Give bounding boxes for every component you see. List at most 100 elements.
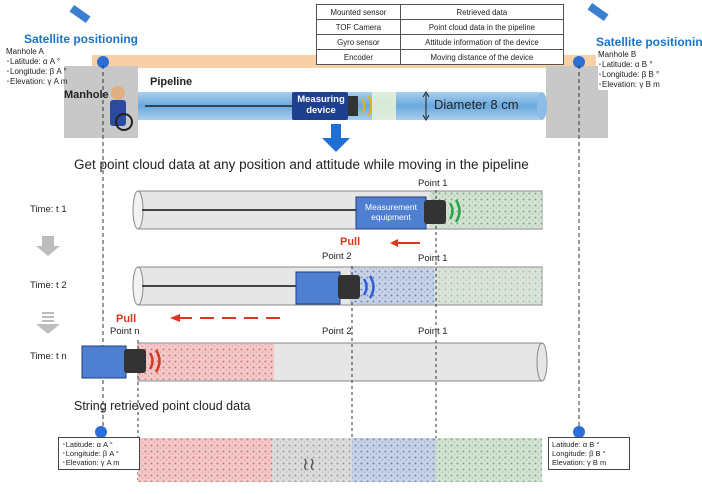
scan-area bbox=[372, 92, 396, 120]
manhole-label: Manhole bbox=[64, 89, 109, 101]
device-label-line-2: device bbox=[306, 105, 336, 116]
signal-row-1-a bbox=[448, 202, 454, 220]
bottom-right-elevation: Elevation: γ B m bbox=[552, 458, 607, 467]
manhole-a-elevation: ･Elevation: γ A m bbox=[6, 77, 68, 86]
equipment-row-n bbox=[81, 345, 127, 379]
pipeline-label: Pipeline bbox=[150, 76, 193, 88]
stitched-cloud-gray bbox=[272, 438, 352, 482]
table-cell: Attitude information of the device bbox=[399, 34, 565, 50]
bottom-left-info: ･Latitude: α A ° ･Longitude: β A ° ･Elev… bbox=[58, 437, 140, 470]
stitched-cloud-red bbox=[138, 438, 272, 482]
point-2-label-a: Point 2 bbox=[322, 251, 352, 262]
gps-marker-left bbox=[97, 56, 109, 68]
bottom-right-longitude: Longitude: β B ° bbox=[552, 449, 606, 458]
device-label-line-1: Measuring bbox=[297, 94, 345, 105]
pull-label-1: Pull bbox=[340, 236, 361, 248]
break-symbol: ≀≀ bbox=[302, 454, 316, 474]
manhole-a-latitude: ･Latitude: α A ° bbox=[6, 57, 61, 66]
header-cell: Mounted sensor bbox=[316, 4, 401, 20]
table-row: TOF Camera Point cloud data in the pipel… bbox=[316, 19, 565, 35]
point-1-label-b: Point 1 bbox=[418, 253, 448, 264]
equipment-row-1 bbox=[355, 196, 427, 230]
table-cell: TOF Camera bbox=[316, 19, 401, 35]
stitched-cloud-blue bbox=[352, 438, 436, 482]
manhole-a-info: Manhole A ･Latitude: α A ° ･Longitude: β… bbox=[6, 47, 67, 87]
cloud-row-1 bbox=[430, 192, 542, 228]
bottom-right-info: Latitude: α B ° Longitude: β B ° Elevati… bbox=[548, 437, 630, 470]
point-n-label: Point n bbox=[110, 326, 140, 337]
table-cell: Moving distance of the device bbox=[399, 49, 565, 65]
page-title: Get point cloud data at any position and… bbox=[74, 157, 529, 172]
equipment-label-line-2: equipment bbox=[371, 212, 411, 222]
manhole-b-shaft bbox=[546, 66, 608, 138]
string-heading: String retrieved point cloud data bbox=[74, 399, 251, 413]
table-cell: Point cloud data in the pipeline bbox=[399, 19, 565, 35]
camera-row-2 bbox=[338, 275, 360, 299]
diameter-label: Diameter 8 cm bbox=[434, 97, 519, 112]
cable-reel bbox=[115, 113, 133, 131]
pipe-row-2-end bbox=[132, 266, 144, 306]
time-label-1: Time: t 1 bbox=[30, 204, 67, 215]
stitched-cloud-green bbox=[436, 438, 542, 482]
point-1-label-a: Point 1 bbox=[418, 178, 448, 189]
header-cell: Retrieved data bbox=[399, 4, 565, 20]
camera-row-n bbox=[124, 349, 146, 373]
signal-wave-1 bbox=[361, 98, 366, 114]
worker-body bbox=[110, 100, 126, 126]
bottom-left-latitude: ･Latitude: α A ° bbox=[62, 440, 113, 449]
manhole-b-title: Manhole B bbox=[598, 50, 637, 59]
pull-arrow-2-head bbox=[170, 314, 180, 322]
pipe-row-1-end bbox=[132, 190, 144, 230]
satellite-icon-left bbox=[69, 4, 91, 24]
table-cell: Encoder bbox=[316, 49, 401, 65]
gray-arrow-2 bbox=[36, 312, 60, 334]
cloud-row-2-blue bbox=[350, 268, 434, 304]
bottom-left-elevation: ･Elevation: γ A m bbox=[62, 458, 120, 467]
satellite-label-right: Satellite positioning bbox=[596, 35, 702, 49]
measuring-device-label: Measuring device bbox=[294, 94, 348, 116]
diameter-arrows bbox=[422, 91, 430, 121]
down-arrow-head bbox=[322, 138, 350, 152]
pipe-row-n-end bbox=[536, 342, 548, 382]
cloud-row-2-green bbox=[434, 268, 542, 304]
manhole-b-longitude: ･Longitude: β B ° bbox=[598, 70, 660, 79]
bottom-right-latitude: Latitude: α B ° bbox=[552, 440, 600, 449]
gray-arrow-1 bbox=[36, 236, 60, 256]
down-arrow-shaft bbox=[331, 124, 341, 140]
table-row: Gyro sensor Attitude information of the … bbox=[316, 34, 565, 50]
manhole-a-title: Manhole A bbox=[6, 47, 44, 56]
worker-head bbox=[111, 86, 125, 100]
satellite-label-left: Satellite positioning bbox=[24, 32, 139, 46]
camera-row-1 bbox=[424, 200, 446, 224]
bottom-left-longitude: ･Longitude: β A ° bbox=[62, 449, 119, 458]
measuring-device-body bbox=[292, 92, 348, 120]
signal-row-2-b bbox=[368, 275, 375, 299]
equipment-label: Measurement equipment bbox=[358, 202, 424, 222]
gps-marker-right bbox=[573, 56, 585, 68]
signal-row-2-a bbox=[362, 278, 368, 296]
pull-arrow-1-head bbox=[390, 239, 398, 247]
manhole-b-info: Manhole B ･Latitude: α B ° ･Longitude: β… bbox=[598, 50, 660, 90]
manhole-b-elevation: ･Elevation: γ B m bbox=[598, 80, 660, 89]
time-label-2: Time: t 2 bbox=[30, 280, 67, 291]
signal-wave-2 bbox=[367, 95, 373, 117]
device-camera bbox=[348, 96, 358, 116]
point-2-label-b: Point 2 bbox=[322, 326, 352, 337]
manhole-a-shaft bbox=[64, 66, 138, 138]
sensor-table-header: Mounted sensor Retrieved data bbox=[316, 4, 565, 20]
manhole-a-longitude: ･Longitude: β A ° bbox=[6, 67, 67, 76]
manhole-b-latitude: ･Latitude: α B ° bbox=[598, 60, 653, 69]
equipment-row-2 bbox=[295, 271, 341, 305]
signal-row-1-b bbox=[454, 199, 461, 223]
main-pipe-end bbox=[537, 92, 547, 120]
gps-marker-bottom-left bbox=[95, 426, 107, 438]
signal-row-n-b bbox=[154, 349, 161, 373]
table-cell: Gyro sensor bbox=[316, 34, 401, 50]
time-label-n: Time: t n bbox=[30, 351, 67, 362]
pull-label-2: Pull bbox=[116, 313, 137, 325]
equipment-label-line-1: Measurement bbox=[365, 202, 417, 212]
gps-marker-bottom-right bbox=[573, 426, 585, 438]
point-1-label-c: Point 1 bbox=[418, 326, 448, 337]
table-row: Encoder Moving distance of the device bbox=[316, 49, 565, 65]
